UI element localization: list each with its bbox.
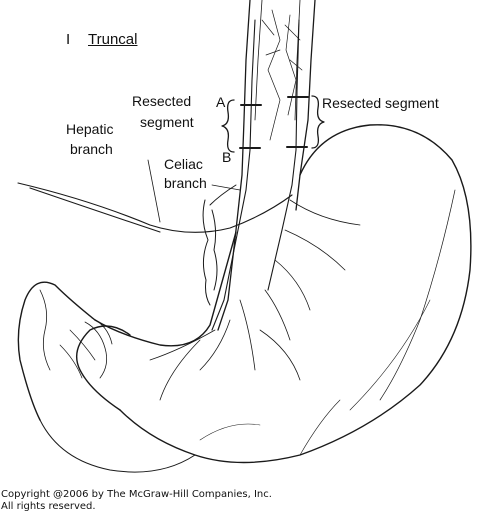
- marker-b-label: B: [222, 149, 232, 165]
- vagal-trunks: [211, 19, 300, 331]
- resected-segment-left-label-line2: segment: [140, 114, 194, 130]
- copyright-line-1: Copyright @2006 by The McGraw-Hill Compa…: [1, 489, 272, 500]
- pylorus: [39, 289, 113, 379]
- braces: [221, 95, 325, 153]
- celiac-branch-label-line2: branch: [164, 175, 207, 191]
- gastric-branches: [149, 199, 361, 401]
- copyright-line-2: All rights reserved.: [1, 501, 96, 512]
- celiac-branch: [202, 184, 237, 306]
- resection-clips: [239, 96, 309, 149]
- resected-segment-right-label: Resected segment: [322, 95, 439, 111]
- esophagus: [217, 0, 316, 331]
- panel-number: I: [66, 31, 71, 48]
- marker-a-label: A: [216, 94, 226, 110]
- hepatic-branch: [17, 182, 293, 233]
- celiac-branch-label-line1: Celiac: [164, 156, 203, 172]
- resected-segment-left-label-line1: Resected: [132, 93, 192, 109]
- hepatic-branch-label-line2: branch: [70, 141, 113, 157]
- label-pointers: [147, 159, 241, 223]
- copyright-notice: Copyright @2006 by The McGraw-Hill Compa…: [1, 489, 272, 513]
- stomach-outline: [17, 124, 472, 473]
- hepatic-branch-label-line1: Hepatic: [66, 121, 114, 137]
- panel-title: Truncal: [88, 31, 138, 48]
